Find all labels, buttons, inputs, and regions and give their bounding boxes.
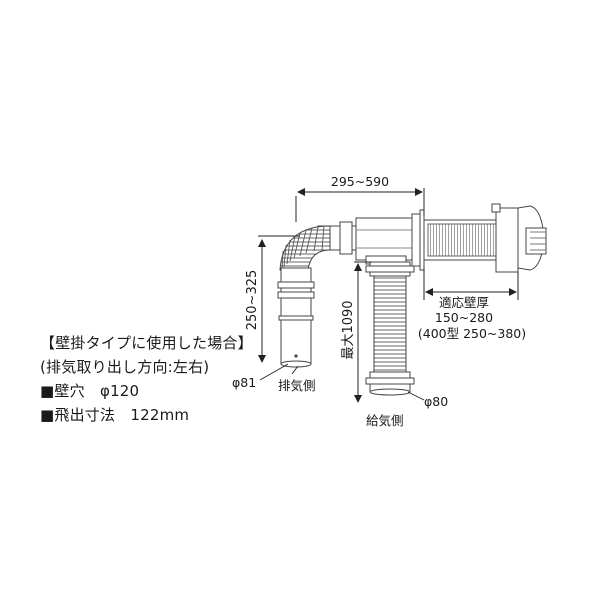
dimension-max-length: 最大1090	[341, 261, 372, 403]
supply-side-label: 給気側	[366, 413, 404, 428]
exhaust-side-label: 排気側	[278, 378, 316, 393]
wall-thickness-title: 適応壁厚	[439, 295, 489, 310]
notes-wall-hole: ■壁穴 φ120	[40, 382, 140, 400]
dimension-exhaust-height: 250~325	[245, 235, 300, 363]
max-length-label: 最大1090	[341, 300, 356, 359]
wall-thickness-400: (400型 250~380)	[418, 326, 526, 341]
t-junction	[355, 217, 417, 265]
notes-projection: ■飛出寸法 122mm	[40, 406, 190, 424]
wall-thickness-range: 150~280	[435, 310, 493, 325]
supply-callouts: φ80 給気側	[366, 391, 448, 428]
exhaust-height-label: 250~325	[245, 270, 260, 331]
supply-pipe	[365, 261, 415, 396]
exhaust-pipe	[277, 221, 359, 368]
width-range-label: 295~590	[331, 174, 389, 189]
wall-sleeve	[411, 203, 547, 273]
dimension-width: 295~590	[295, 174, 425, 222]
exhaust-callouts: φ81 排気側	[232, 363, 316, 393]
notes-heading: 【壁掛タイプに使用した場合】	[40, 334, 253, 352]
dimension-wall-thickness: 適応壁厚 150~280 (400型 250~380)	[418, 268, 526, 341]
exhaust-diameter-label: φ81	[232, 375, 256, 390]
supply-diameter-label: φ80	[424, 394, 448, 409]
notes-direction: (排気取り出し方向:左右)	[40, 358, 210, 376]
